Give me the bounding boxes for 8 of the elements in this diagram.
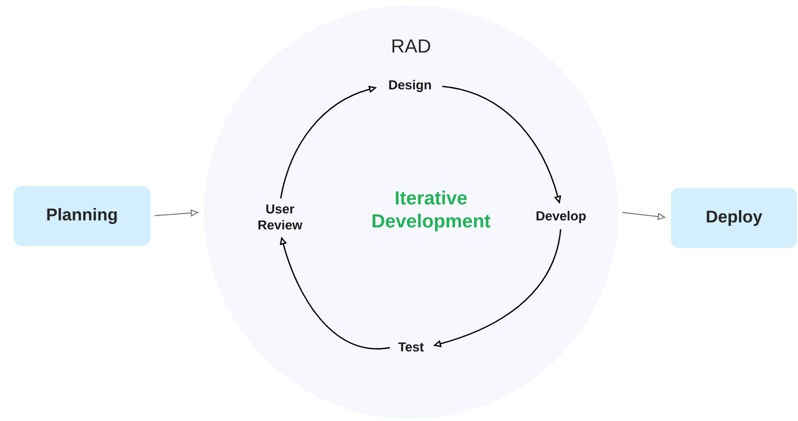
- process-box: Deploy: [671, 188, 797, 248]
- step-label: Develop: [536, 210, 586, 224]
- step-label: Test: [398, 342, 424, 352]
- phase-title: RAD: [392, 39, 430, 53]
- step-label: Design: [389, 80, 431, 92]
- process-box: Planning: [14, 186, 150, 246]
- step-label: User Review: [258, 204, 302, 230]
- cycle-title: Iterative Development: [372, 190, 490, 232]
